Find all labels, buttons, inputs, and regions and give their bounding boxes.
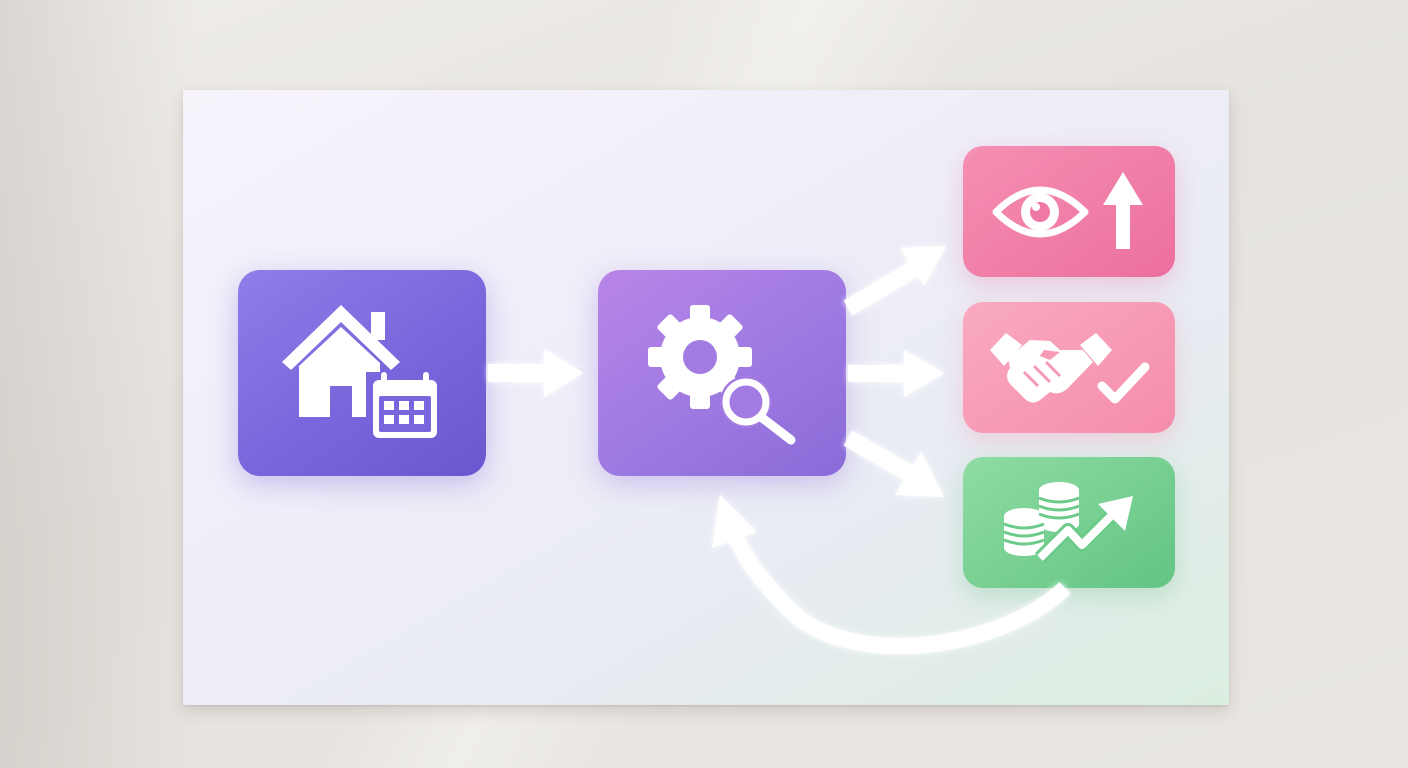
node-deal <box>963 302 1175 433</box>
node-analyze <box>598 270 846 476</box>
node-schedule <box>238 270 486 476</box>
node-visibility <box>963 146 1175 277</box>
node-revenue <box>963 457 1175 588</box>
